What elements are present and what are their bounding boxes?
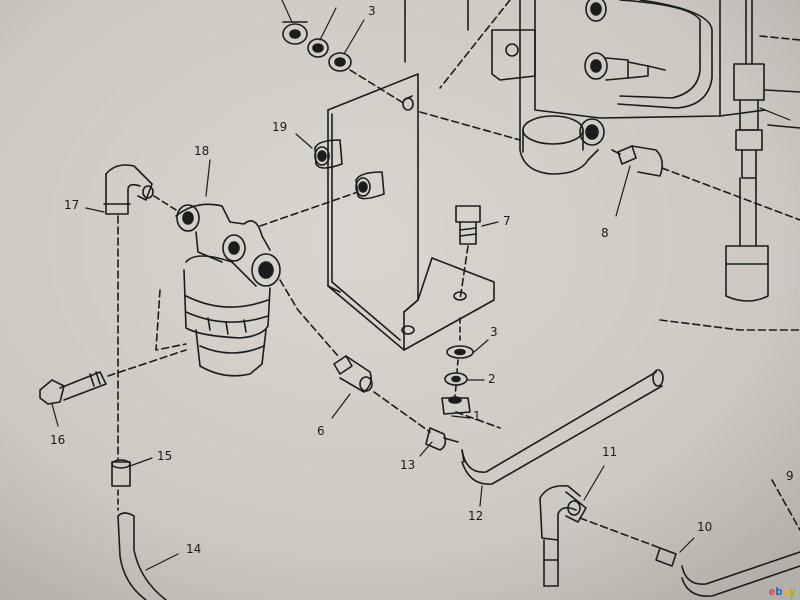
callout-11: 11 (602, 445, 618, 459)
ebay-watermark: ebay (769, 586, 796, 598)
elbow-fitting-11 (539, 484, 587, 587)
callout-leaders (51, 0, 791, 571)
fitting-6 (333, 355, 373, 393)
callout-8: 8 (601, 226, 609, 240)
hardware-stack-right (441, 317, 474, 415)
callout-14: 14 (186, 542, 202, 556)
callout-2: 2 (488, 372, 496, 386)
watermark-letter: e (768, 586, 776, 598)
callout-10: 10 (697, 520, 713, 534)
callout-6: 6 (317, 424, 325, 438)
callout-3-lower: 3 (490, 325, 498, 339)
fuel-tube-lower-left (111, 459, 167, 600)
callout-9: 9 (786, 469, 794, 483)
top-hardware-stack (282, 21, 406, 105)
watermark-letter: a (782, 586, 790, 598)
callout-15: 15 (157, 449, 173, 463)
watermark-letter: y (789, 586, 796, 598)
mounting-bracket (259, 73, 495, 351)
callout-3-upper: 3 (368, 4, 376, 18)
callout-12: 12 (468, 509, 484, 523)
fuel-tube-lower-right (655, 479, 800, 597)
callout-1: 1 (473, 409, 481, 423)
callout-17: 17 (64, 198, 80, 212)
fuel-tube-12 (425, 369, 664, 485)
callout-18: 18 (194, 144, 210, 158)
fuel-filter-assembly (39, 164, 281, 405)
assembly-leader-lines (117, 215, 800, 549)
engine-block-upper-right (404, 0, 800, 302)
callout-13: 13 (400, 458, 416, 472)
callout-7: 7 (503, 214, 511, 228)
callout-19: 19 (272, 120, 288, 134)
callout-16: 16 (50, 433, 66, 447)
fitting-8 (611, 145, 664, 177)
watermark-letter: b (775, 586, 783, 598)
bolt-7 (455, 205, 481, 301)
